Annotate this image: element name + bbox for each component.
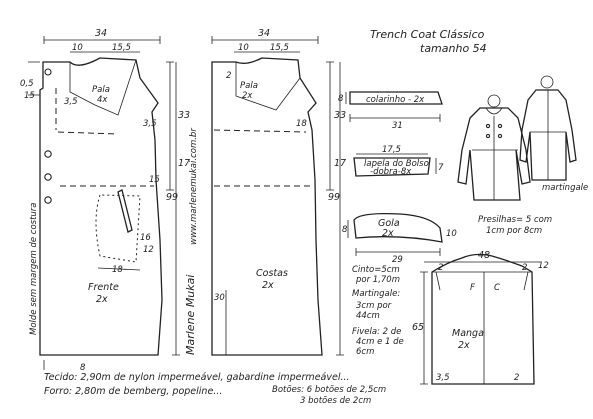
fabric-lining-note: Forro: 2,80m de bemberg, popeline... (44, 386, 222, 397)
collar-left-height: 8 (342, 225, 348, 235)
martingale-note-line1: Martingale: (352, 289, 400, 299)
fabric-main-note: Tecido: 2,90m de nylon impermeável, gaba… (44, 372, 350, 383)
collar-length: 29 (392, 255, 403, 265)
front-yoke-label: Pala (92, 85, 110, 95)
sleeve-cap-height: 12 (538, 261, 549, 271)
buckle-note-line2: 4cm e 1 de (356, 337, 404, 347)
sleeve-label: Manga (452, 328, 484, 339)
front-dart-mark: 15 (149, 175, 160, 185)
front-left-mark: 15 (24, 91, 35, 101)
back-neck-drop: 2 (226, 71, 231, 81)
front-button (44, 68, 52, 76)
sleeve-back-mark: C (494, 283, 500, 293)
buttons-note-line2: 3 botões de 2cm (300, 396, 371, 406)
collar-piece (347, 212, 443, 256)
back-yoke-label: Pala (240, 81, 258, 91)
buttons-note-line1: Botões: 6 botões de 2,5cm (272, 385, 386, 395)
front-top-width: 34 (95, 28, 107, 39)
collar-label: Gola (378, 218, 400, 229)
front-piece-label: Frente (88, 282, 119, 293)
front-pocket-depth: 16 (140, 233, 151, 243)
front-top-left-mark: 0,5 (20, 79, 34, 89)
back-yoke-qty: 2x (242, 91, 253, 101)
collar-band-length: 31 (392, 121, 403, 131)
front-side-note: Molde sem margem de costura (29, 202, 39, 335)
strap-note-line1: Presilhas= 5 com (478, 215, 552, 225)
back-pattern-piece (211, 36, 344, 356)
trench-coat-front-illustration (457, 94, 531, 201)
collar-band-height: 8 (338, 94, 344, 104)
sleeve-hem-mark-right: 2 (514, 373, 519, 383)
front-side-length: 99 (166, 192, 178, 203)
belt-note-line2: por 1,70m (355, 275, 400, 285)
front-neck-width: 10 (72, 43, 83, 53)
sleeve-top-width: 48 (478, 250, 490, 261)
front-piece-qty: 2x (96, 294, 108, 305)
front-bottom-mark: 8 (80, 363, 86, 373)
back-piece-label: Costas (256, 268, 288, 279)
designer-signature: Marlene Mukai (184, 275, 197, 355)
front-pattern-piece (28, 36, 180, 370)
front-button (44, 173, 52, 181)
pocket-flap-qty: -dobra-8x (370, 167, 412, 177)
front-yoke-qty: 4x (97, 95, 108, 105)
front-lower-height: 17 (178, 158, 190, 169)
front-pocket-side: 12 (143, 245, 154, 255)
website-text: www.marlenemukai.com.br (189, 128, 199, 245)
back-side-length: 99 (328, 192, 340, 203)
pocket-flap-label: lapela do Bolso (364, 159, 429, 169)
martingale-note-line2: 3cm por (356, 301, 392, 311)
sleeve-front-mark: F (470, 283, 475, 293)
collar-qty: 2x (382, 228, 394, 239)
back-top-width: 34 (258, 28, 270, 39)
martingale-tag: martingale (542, 183, 588, 193)
collar-band-piece (345, 91, 443, 122)
back-neck-width: 10 (238, 43, 249, 53)
back-yoke-mark: 18 (296, 119, 307, 129)
pocket-flap-piece (353, 153, 437, 177)
pocket-flap-width: 17,5 (382, 145, 401, 155)
front-pocket-width: 18 (112, 265, 123, 275)
pocket-flap-height: 7 (438, 163, 444, 173)
back-vent-length: 30 (214, 293, 225, 303)
sleeve-hem-mark-left: 3,5 (436, 373, 450, 383)
collar-band-label: colarinho - 2x (366, 95, 425, 105)
buckle-note-line1: Fivela: 2 de (352, 327, 401, 337)
sleeve-length: 65 (412, 322, 424, 333)
back-lower-height: 17 (334, 158, 346, 169)
front-button (44, 196, 52, 204)
sleeve-pattern-piece (420, 253, 540, 385)
belt-note-line1: Cinto=5cm (352, 265, 400, 275)
sleeve-qty: 2x (458, 340, 470, 351)
pattern-size: tamanho 54 (420, 42, 487, 55)
back-piece-qty: 2x (262, 280, 274, 291)
front-armhole-depth: 3,5 (143, 119, 157, 129)
front-upper-height: 33 (178, 110, 190, 121)
pattern-title: Trench Coat Clássico (370, 28, 485, 41)
sleeve-corner-right: 2 (522, 263, 527, 273)
front-button (44, 150, 52, 158)
trench-coat-back-illustration (519, 75, 577, 181)
back-upper-height: 33 (334, 110, 346, 121)
martingale-note-line3: 44cm (356, 311, 380, 321)
back-shoulder-width: 15,5 (270, 43, 289, 53)
collar-right-height: 10 (446, 229, 457, 239)
front-neck-drop: 3,5 (64, 97, 78, 107)
strap-note-line2: 1cm por 8cm (486, 226, 542, 236)
front-shoulder-width: 15,5 (112, 43, 131, 53)
sleeve-corner-left: 2 (438, 263, 443, 273)
buckle-note-line3: 6cm (356, 347, 374, 357)
